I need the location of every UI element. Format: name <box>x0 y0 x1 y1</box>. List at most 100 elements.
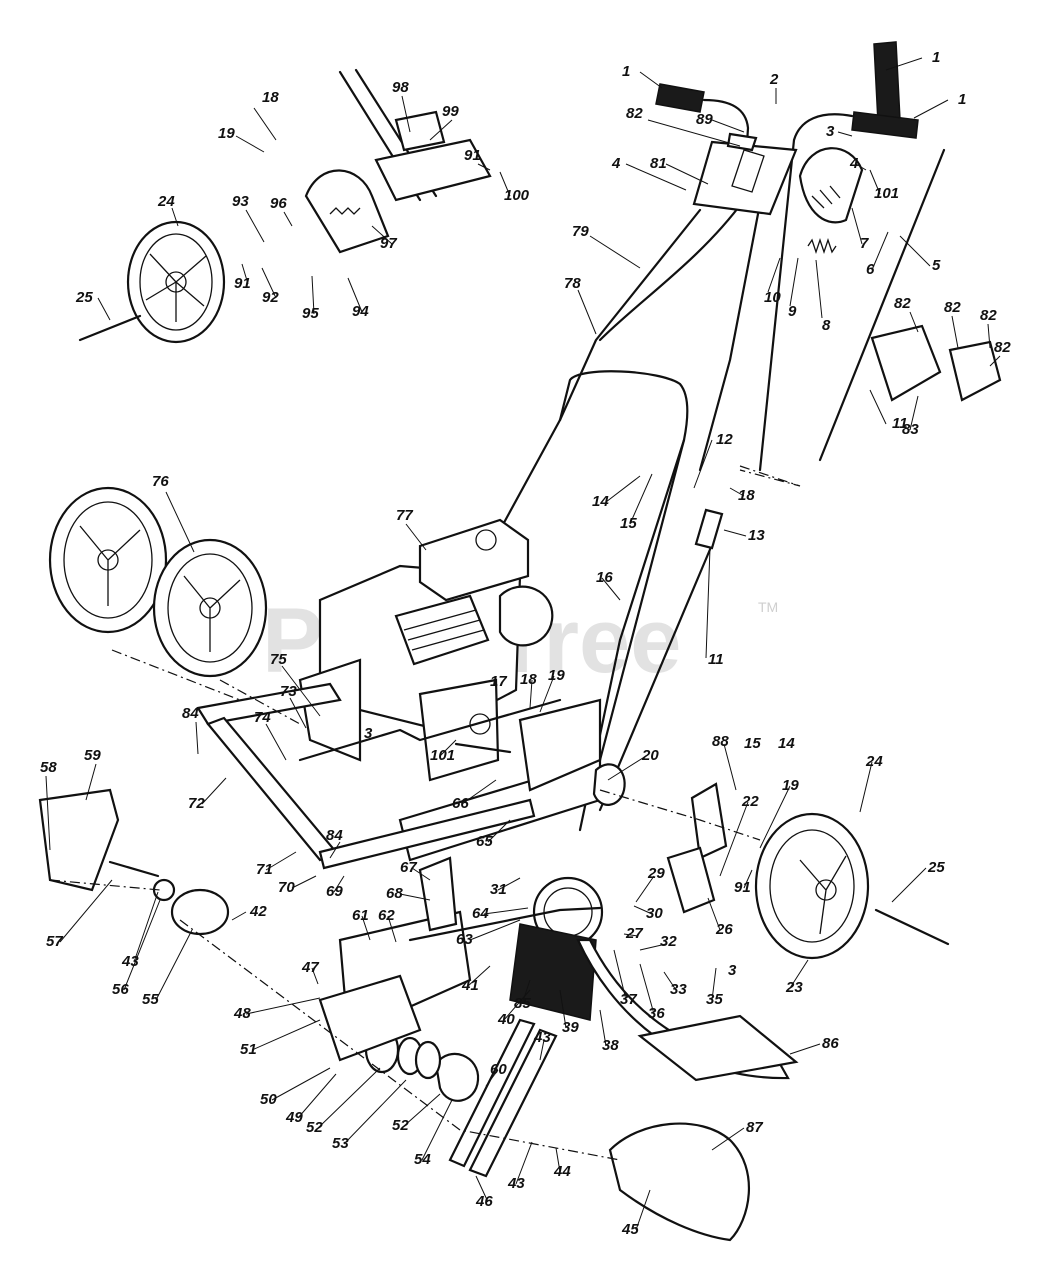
callout-41: 41 <box>461 977 479 994</box>
lower-handle-left-leg <box>498 418 562 532</box>
callout-72: 72 <box>188 795 205 812</box>
callout-73: 73 <box>280 683 297 700</box>
callout-91: 91 <box>464 147 481 164</box>
callout-19: 19 <box>782 777 799 794</box>
chassis-frame <box>196 682 602 870</box>
callout-79: 79 <box>572 223 589 240</box>
right-handle-bar <box>758 113 854 472</box>
callout-22: 22 <box>741 793 759 810</box>
callout-60: 60 <box>490 1061 507 1078</box>
pivot-bracket <box>690 782 728 860</box>
callout-10: 10 <box>764 289 781 306</box>
handle-cable <box>598 198 746 342</box>
callout-84: 84 <box>182 705 199 722</box>
callout-95: 95 <box>302 305 319 322</box>
callout-84: 84 <box>326 827 343 844</box>
callout-78: 78 <box>564 275 581 292</box>
callout-30: 30 <box>646 905 663 922</box>
callout-65: 65 <box>476 833 493 850</box>
edger-shield-45 <box>608 1122 750 1242</box>
callout-19: 19 <box>548 667 565 684</box>
callout-7: 7 <box>860 235 869 252</box>
callout-98: 98 <box>392 79 409 96</box>
callout-27: 27 <box>625 925 643 942</box>
alignment-line-rod <box>739 465 801 487</box>
alignment-line-left <box>49 879 621 1161</box>
callout-39: 39 <box>562 1019 579 1036</box>
upper-handle-left-tube <box>558 208 702 422</box>
pulley-55 <box>170 888 230 936</box>
pulley-20 <box>592 763 626 806</box>
blade-46b <box>448 1018 536 1168</box>
callout-82: 82 <box>944 299 961 316</box>
callout-76: 76 <box>152 473 169 490</box>
callout-91: 91 <box>734 879 751 896</box>
callout-19: 19 <box>218 125 235 142</box>
callout-11: 11 <box>708 651 724 668</box>
control-slot <box>731 149 765 193</box>
drive-arm <box>408 906 602 942</box>
control-housing <box>692 140 798 216</box>
right-bracket-plate <box>948 340 1002 402</box>
top-left-plate <box>394 110 446 152</box>
upper-handle-right-tube <box>698 212 760 472</box>
mounting-plate-51 <box>318 974 422 1062</box>
callout-63: 63 <box>456 931 473 948</box>
callout-17: 17 <box>490 673 507 690</box>
callout-55: 55 <box>142 991 159 1008</box>
callout-35: 35 <box>706 991 723 1008</box>
axle-bolt-right <box>874 908 950 946</box>
callout-66: 66 <box>452 795 469 812</box>
callout-3: 3 <box>826 123 835 140</box>
hub-assembly <box>434 1052 480 1102</box>
air-cleaner <box>498 585 554 647</box>
bolt-57 <box>108 860 160 878</box>
callout-20: 20 <box>641 747 659 764</box>
callout-29: 29 <box>647 865 665 882</box>
blade-assembly <box>318 876 799 1242</box>
callout-75: 75 <box>270 651 287 668</box>
callout-56: 56 <box>112 981 129 998</box>
height-adjust-bracket <box>304 169 390 254</box>
callout-81: 81 <box>650 155 667 172</box>
rod-connector <box>694 508 724 550</box>
callout-36: 36 <box>648 1005 665 1022</box>
callout-52: 52 <box>306 1119 323 1136</box>
callout-87: 87 <box>746 1119 763 1136</box>
control-lever <box>726 132 758 152</box>
callout-6: 6 <box>866 261 875 278</box>
callout-14: 14 <box>778 735 795 752</box>
cooling-fins <box>403 609 485 651</box>
callout-70: 70 <box>278 879 295 896</box>
callout-101: 101 <box>874 185 899 202</box>
watermark-trademark: TM <box>758 599 778 615</box>
callout-48: 48 <box>233 1005 251 1022</box>
callout-18: 18 <box>262 89 279 106</box>
callout-64: 64 <box>472 905 489 922</box>
callout-97: 97 <box>380 235 397 252</box>
wheel-front-right <box>754 812 870 960</box>
callout-92: 92 <box>262 289 279 306</box>
callout-25: 25 <box>75 289 93 306</box>
callout-25: 25 <box>927 859 945 876</box>
callout-88: 88 <box>712 733 729 750</box>
right-bracket <box>870 324 942 402</box>
callout-43: 43 <box>121 953 139 970</box>
callout-3: 3 <box>364 725 373 742</box>
callout-11: 11 <box>892 415 908 432</box>
callout-24: 24 <box>865 753 883 770</box>
callout-2: 2 <box>769 71 779 88</box>
blade-46 <box>468 1028 558 1178</box>
callout-4: 4 <box>611 155 621 172</box>
axle-bolt-left <box>78 314 142 342</box>
callout-61: 61 <box>352 907 369 924</box>
callout-1: 1 <box>932 49 940 66</box>
left-handle-grip <box>655 83 705 113</box>
callout-71: 71 <box>256 861 273 878</box>
callout-82: 82 <box>994 339 1011 356</box>
callout-1: 1 <box>958 91 966 108</box>
idler-arm-67 <box>418 856 458 932</box>
callout-62: 62 <box>378 907 395 924</box>
callout-labels: 1 1 1 2 3 3 3 4 4 5 6 7 8 9 10 11 11 12 … <box>40 49 1011 1238</box>
